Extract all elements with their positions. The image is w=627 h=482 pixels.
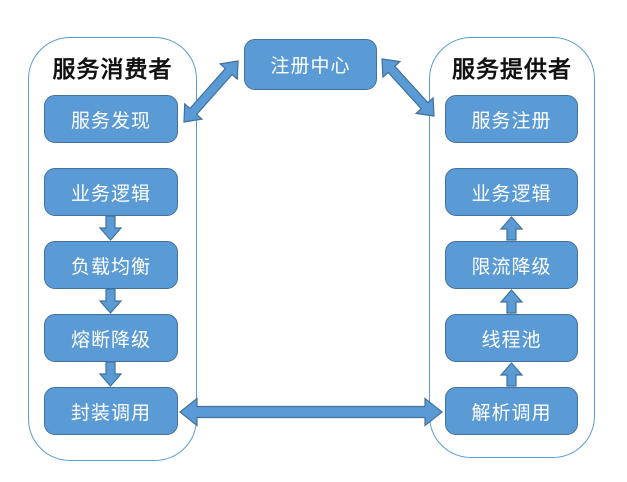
arrow-registry-consumer	[183, 60, 239, 123]
provider-node-business-logic: 业务逻辑	[445, 168, 578, 216]
provider-node-rate-limit: 限流降级	[445, 241, 578, 289]
consumer-node-circuit-breaker: 熔断降级	[44, 314, 178, 362]
arrow-consumer-cb-invoke	[98, 361, 123, 387]
consumer-node-load-balancing: 负载均衡	[44, 241, 178, 289]
registry-node: 注册中心	[244, 39, 377, 90]
consumer-node-service-discovery: 服务发现	[44, 95, 178, 143]
consumer-node-business-logic: 业务逻辑	[44, 168, 178, 216]
arrow-invoke-horizontal	[179, 397, 443, 427]
arrow-provider-parse-tp	[499, 362, 524, 387]
provider-node-service-register: 服务注册	[445, 95, 578, 143]
consumer-title: 服务消费者	[52, 56, 173, 82]
provider-title: 服务提供者	[452, 56, 572, 82]
consumer-node-encapsulate-invoke: 封装调用	[44, 387, 178, 435]
provider-node-thread-pool: 线程池	[445, 314, 578, 362]
arrow-provider-tp-rl	[499, 289, 524, 314]
provider-node-parse-invoke: 解析调用	[445, 387, 578, 435]
arrow-consumer-logic-lb	[98, 215, 123, 241]
arrow-consumer-lb-cb	[98, 288, 123, 314]
arrow-registry-provider	[381, 58, 435, 117]
arrow-provider-rl-logic	[499, 216, 524, 241]
